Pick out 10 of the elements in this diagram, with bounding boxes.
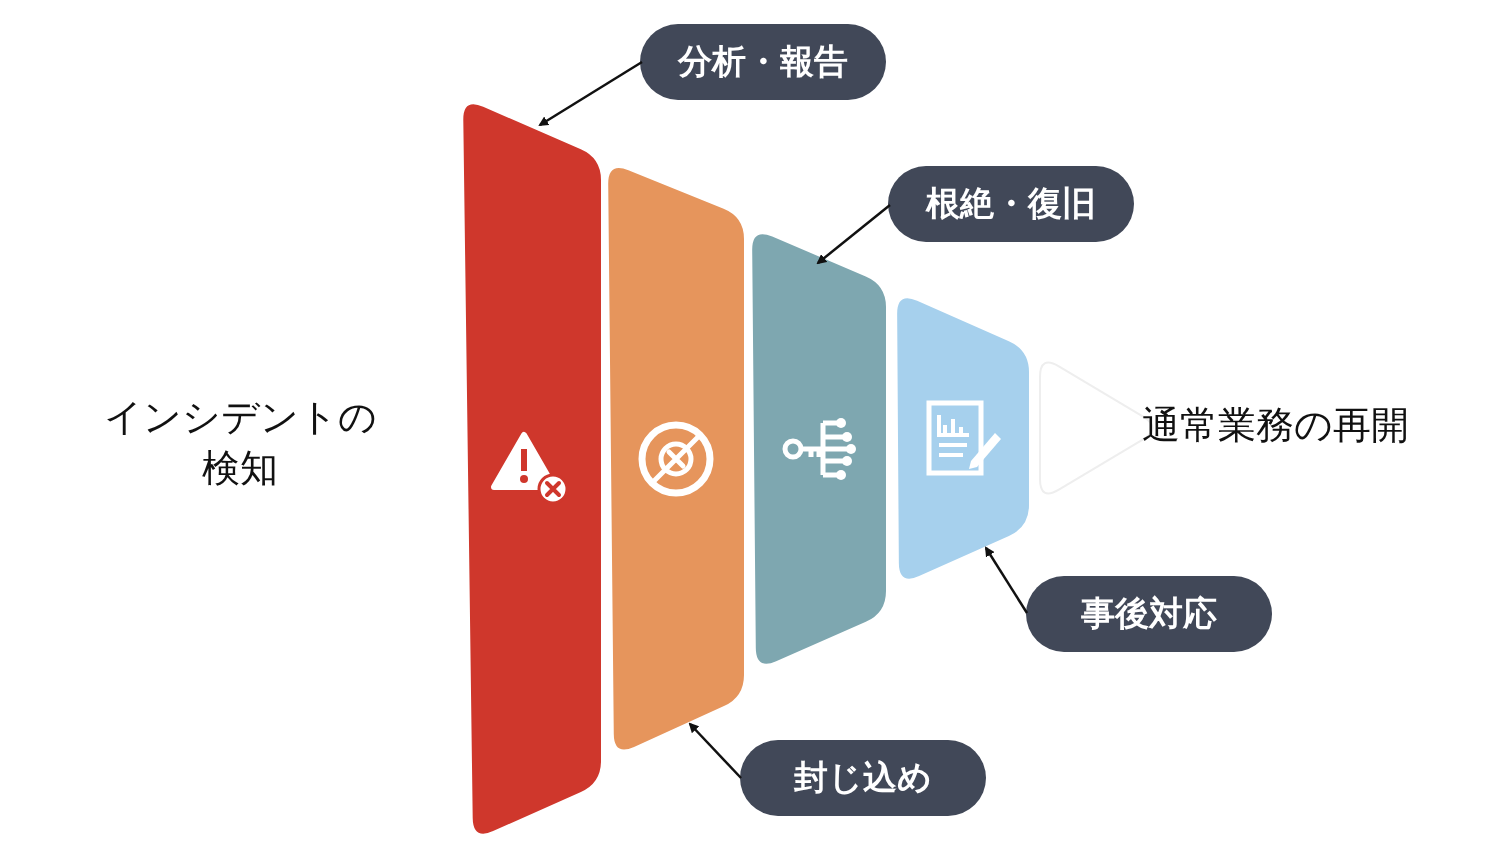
leader-arrow xyxy=(984,546,1029,614)
stage-caption: インシデントの検知 xyxy=(102,394,378,493)
step-label: 封じ込め xyxy=(740,740,986,816)
leader-arrow xyxy=(688,722,742,779)
step-label: 事後対応 xyxy=(1026,576,1272,652)
leader-arrow xyxy=(538,60,643,127)
stage-caption: 通常業務の再開 xyxy=(1140,402,1410,449)
step-label: 分析・報告 xyxy=(640,24,886,100)
step-label: 根絶・復旧 xyxy=(888,166,1134,242)
leader-arrow xyxy=(816,204,891,265)
